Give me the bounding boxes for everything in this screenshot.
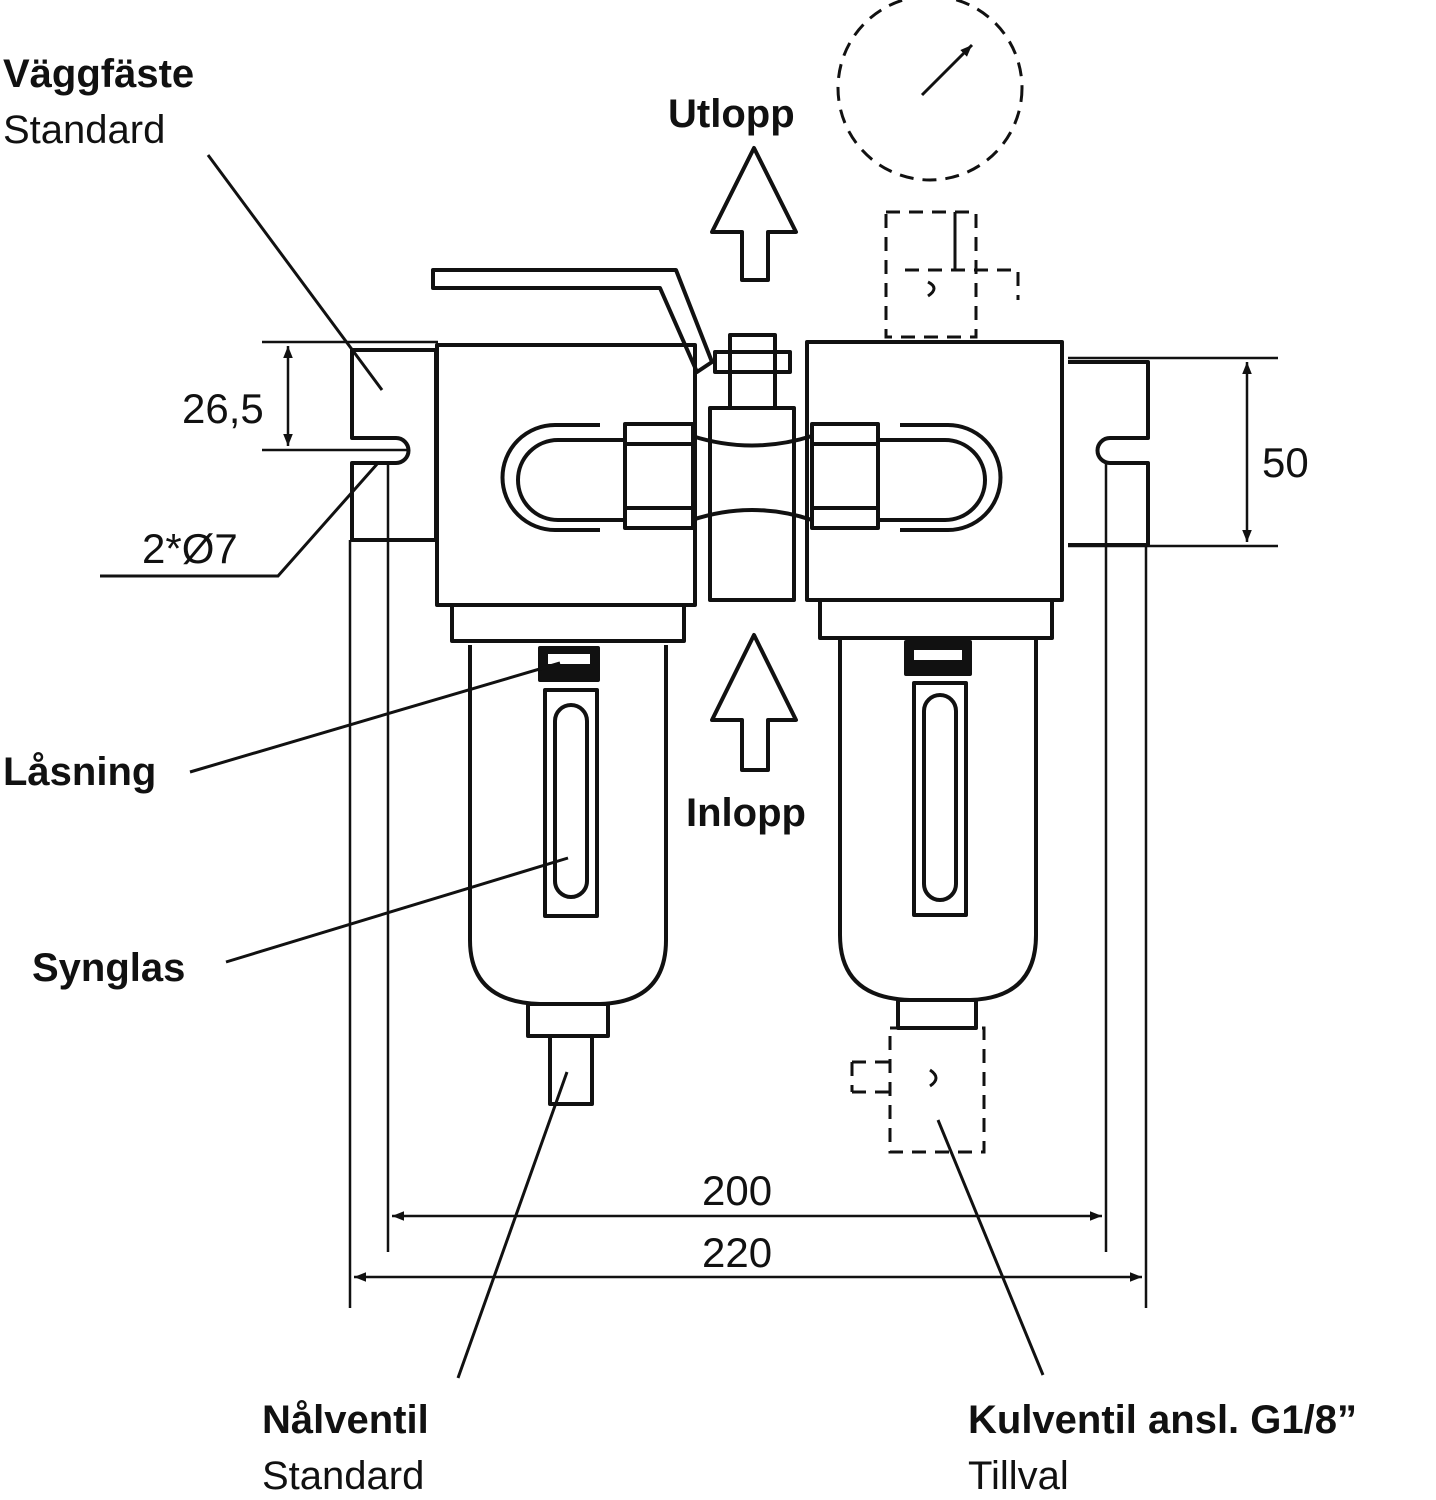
- pipe-center: [691, 434, 813, 522]
- ball-valve-sub: Tillval: [968, 1454, 1069, 1498]
- left-filter-head: [435, 343, 697, 607]
- valve-handle: [431, 268, 714, 374]
- lock-label: Låsning: [3, 750, 157, 794]
- dim-holes: 2*Ø7: [142, 525, 238, 572]
- left-loop: [516, 438, 625, 522]
- left-sight-window: [543, 688, 599, 918]
- inlet-arrow: [710, 633, 798, 772]
- ball-valve-title: Kulventil ansl. G1/8”: [968, 1398, 1358, 1442]
- dim-bracket-height: 50: [1262, 439, 1309, 486]
- right-bowl-collar: [818, 598, 1054, 640]
- optional-parts: [836, 0, 1024, 1154]
- leader-sight: [225, 856, 569, 964]
- wall-bracket-sub: Standard: [3, 108, 166, 152]
- right-loop: [878, 438, 987, 522]
- leader-ball: [936, 1119, 1045, 1376]
- wall-bracket-title: Väggfäste: [3, 52, 195, 96]
- right-wall-bracket: [1068, 360, 1150, 547]
- left-wall-bracket: [350, 348, 438, 542]
- outlet-arrow: [710, 146, 798, 282]
- left-hex-nut: [623, 422, 695, 530]
- leader-lock: [189, 661, 561, 774]
- center-block: [708, 406, 796, 602]
- gauge-needle: [920, 43, 974, 97]
- leader-needle: [456, 1071, 569, 1379]
- needle-valve-title: Nålventil: [262, 1398, 429, 1442]
- needle-valve-sub: Standard: [262, 1454, 425, 1498]
- sight-glass-label: Synglas: [32, 946, 186, 990]
- pressure-gauge: [836, 0, 1024, 182]
- leader-bracket: [206, 154, 384, 391]
- inlet-label: Inlopp: [686, 791, 806, 835]
- left-bowl: [468, 645, 668, 1006]
- leader-holes: [100, 462, 380, 578]
- dim-slot-height: 26,5: [182, 385, 264, 432]
- right-drain-nut: [896, 998, 978, 1030]
- right-filter-head: [805, 340, 1064, 602]
- needle-valve-body: [548, 1034, 594, 1106]
- left-drain-nut: [526, 1002, 610, 1038]
- right-hex-nut: [810, 422, 880, 530]
- left-bowl-collar: [450, 603, 686, 643]
- outlet-label: Utlopp: [668, 92, 795, 136]
- valve-cap: [713, 350, 792, 374]
- right-sight-window: [912, 681, 968, 917]
- dim-overall-width: 220: [702, 1229, 773, 1276]
- dim-hole-spacing: 200: [702, 1167, 773, 1214]
- ball-valve-body: [888, 1026, 986, 1154]
